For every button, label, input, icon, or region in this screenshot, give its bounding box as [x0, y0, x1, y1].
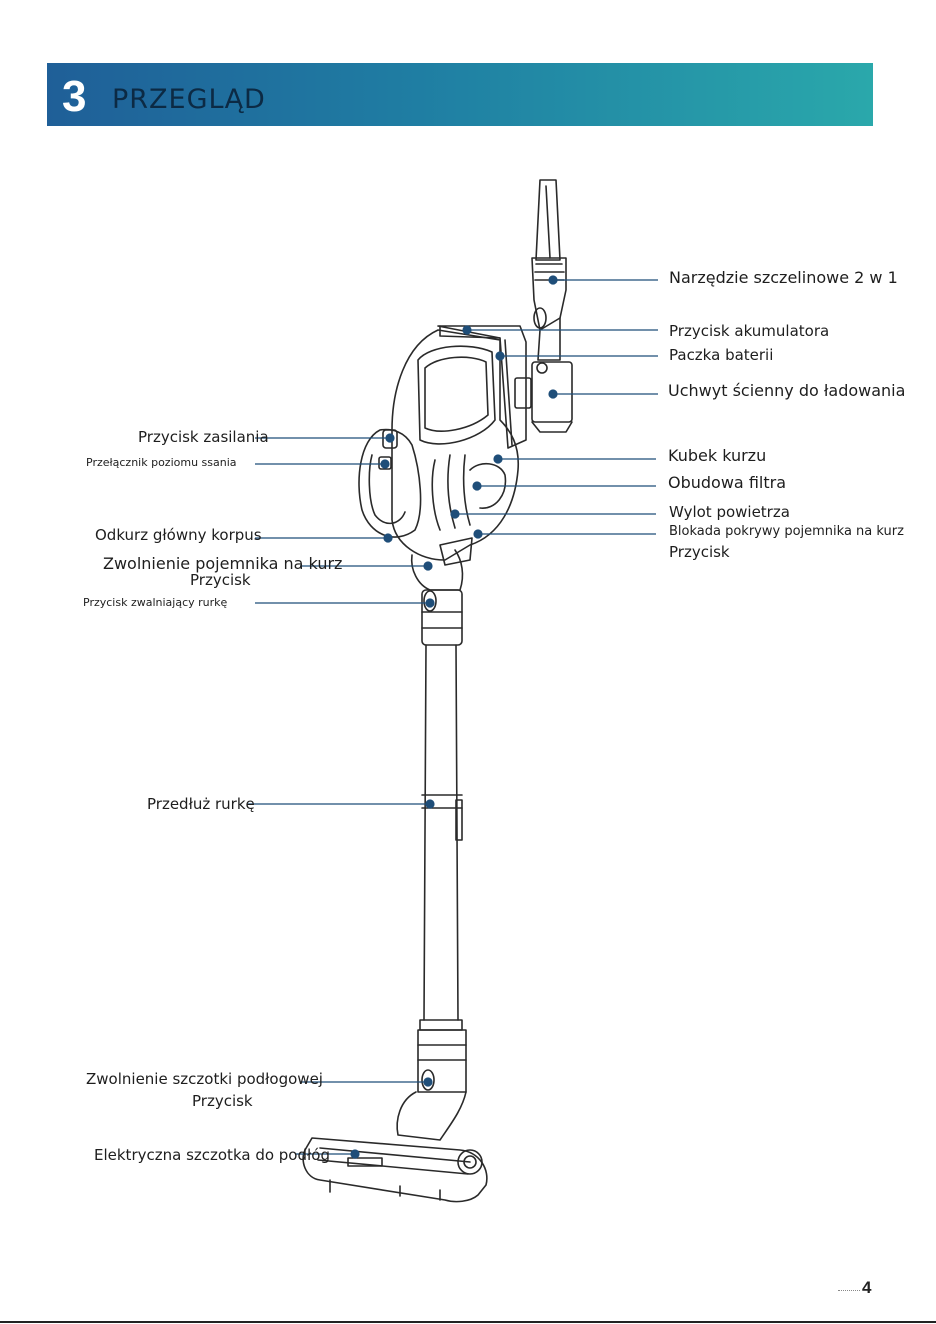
handle-neck-drawing: [410, 549, 464, 646]
label-extension-tube: Przedłuż rurkę: [147, 795, 255, 813]
extension-tube-drawing: [417, 644, 467, 1093]
section-header-bar: [47, 63, 873, 126]
label-main-body: Odkurz główny korpus: [95, 526, 262, 544]
label-cover-lock: Blokada pokrywy pojemnika na kurz: [669, 524, 904, 539]
wall-mount-drawing: [514, 361, 573, 433]
crevice-tool-drawing: [531, 179, 567, 361]
bottom-rule: [0, 1321, 936, 1323]
label-filter-housing: Obudowa filtra: [668, 473, 786, 492]
floor-brush-drawing: [302, 1091, 488, 1203]
label-battery-button: Przycisk akumulatora: [669, 322, 830, 340]
label-air-outlet: Wylot powietrza: [669, 503, 790, 521]
label-tube-release: Przycisk zwalniający rurkę: [83, 596, 228, 609]
label-power-button: Przycisk zasilania: [138, 428, 269, 446]
label-crevice-tool: Narzędzie szczelinowe 2 w 1: [669, 268, 898, 287]
label-dust-cup: Kubek kurzu: [668, 446, 767, 465]
label-bin-release-button: Przycisk: [190, 571, 251, 589]
page-number-dots: [838, 1290, 860, 1291]
section-title: PRZEGLĄD: [112, 84, 266, 115]
label-battery-pack: Paczka baterii: [669, 346, 774, 364]
main-body-drawing: [358, 329, 520, 566]
label-brush-release-button: Przycisk: [192, 1092, 253, 1110]
section-number: 3: [62, 72, 87, 121]
page-number: 4: [862, 1278, 872, 1297]
label-wall-mount: Uchwyt ścienny do ładowania: [668, 381, 906, 400]
label-floor-brush: Elektryczna szczotka do podłóg: [94, 1146, 330, 1164]
label-suction-switch: Przełącznik poziomu ssania: [86, 456, 237, 469]
label-cover-lock-button: Przycisk: [669, 543, 730, 561]
label-bin-release: Zwolnienie pojemnika na kurz: [103, 554, 343, 573]
label-brush-release: Zwolnienie szczotki podłogowej: [86, 1070, 323, 1088]
